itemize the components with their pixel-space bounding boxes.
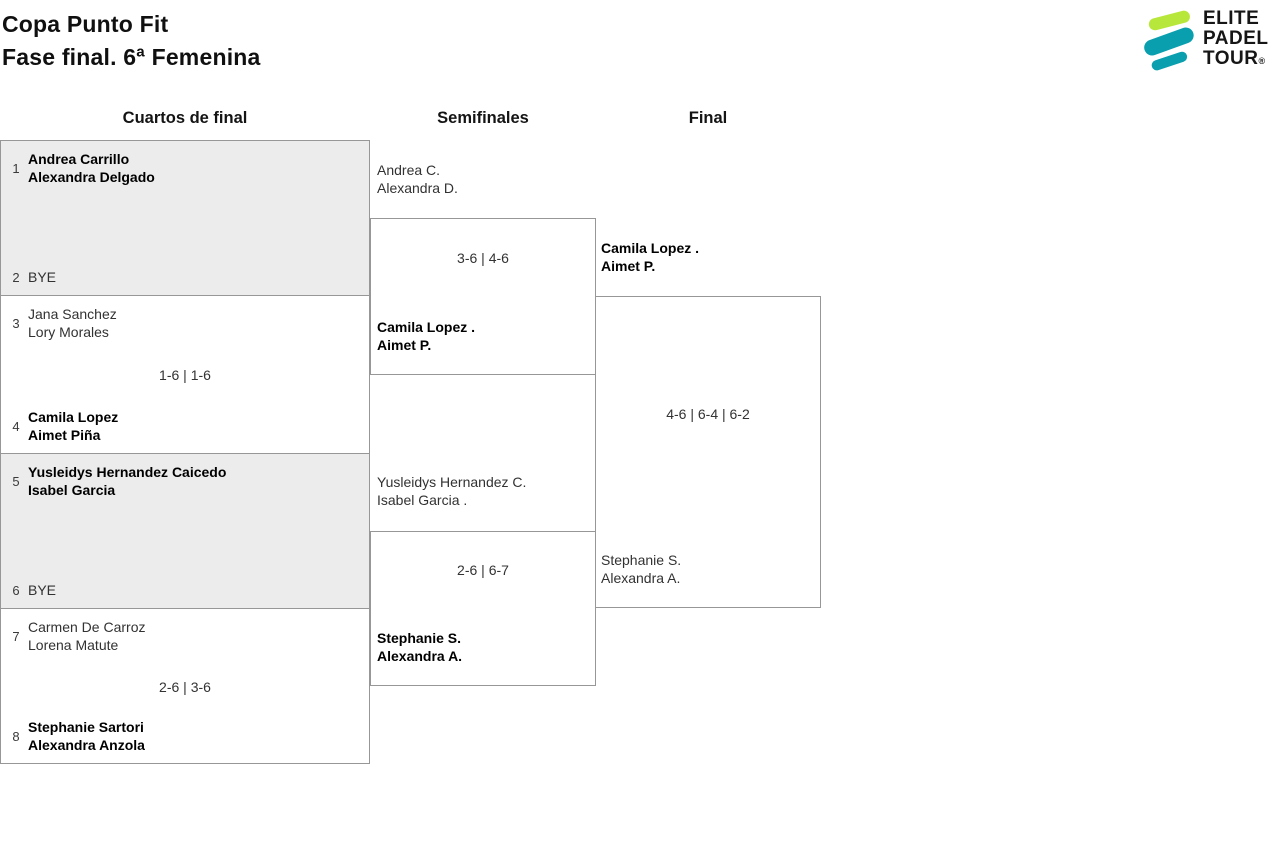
player-name: Aimet P. — [601, 258, 656, 274]
player-name: Stephanie Sartori — [28, 719, 144, 735]
qf-match-4: 7 Carmen De Carroz Lorena Matute 8 Steph… — [0, 608, 370, 764]
sf2-team1-label: Yusleidys Hernandez C. Isabel Garcia . — [377, 473, 526, 509]
final-match-box — [595, 296, 821, 608]
sf1-team2-label: Camila Lopez . Aimet P. — [377, 318, 475, 354]
page-title-line2: Fase final. 6ª Femenina — [2, 44, 261, 70]
team-row: 1 Andrea Carrillo Alexandra Delgado — [10, 150, 361, 186]
seed: 6 — [12, 582, 20, 598]
team-row: 2 BYE — [10, 268, 361, 286]
column-header-final: Final — [688, 109, 728, 127]
player-name: Jana Sanchez — [28, 306, 117, 322]
registered-mark: ® — [1258, 56, 1266, 66]
seed: 7 — [12, 628, 20, 644]
player-name: Camila Lopez . — [601, 240, 700, 256]
seed: 4 — [12, 418, 20, 434]
player-name: BYE — [28, 269, 57, 285]
elite-padel-tour-logo-icon — [1144, 10, 1194, 71]
player-name: Yusleidys Hernandez C. — [377, 474, 527, 490]
sf2-team2-label: Stephanie S. Alexandra A. — [377, 629, 462, 665]
team-name: BYE — [28, 581, 56, 599]
final-match-score: 4-6 | 6-4 | 6-2 — [666, 406, 750, 422]
team-name: Carmen De Carroz Lorena Matute — [28, 618, 145, 654]
qf-match-3: 5 Yusleidys Hernandez Caicedo Isabel Gar… — [0, 453, 370, 609]
final-team2-label: Stephanie S. Alexandra A. — [601, 551, 681, 587]
player-name: Camila Lopez . — [377, 319, 476, 335]
team-name: Stephanie Sartori Alexandra Anzola — [28, 718, 145, 754]
logo-text-line1: ELITE — [1203, 8, 1260, 29]
team-name: Andrea Carrillo Alexandra Delgado — [28, 150, 155, 186]
player-name: Alexandra Delgado — [28, 169, 155, 185]
player-name: Lorena Matute — [28, 637, 119, 653]
team-row: 4 Camila Lopez Aimet Piña — [10, 408, 361, 444]
seed: 3 — [12, 315, 20, 331]
team-row: 6 BYE — [10, 581, 361, 599]
team-name: BYE — [28, 268, 56, 286]
team-name: Jana Sanchez Lory Morales — [28, 305, 117, 341]
qf-match-1: 1 Andrea Carrillo Alexandra Delgado 2 BY… — [0, 140, 370, 296]
seed: 2 — [12, 269, 20, 285]
page-title: Copa Punto Fit Fase final. 6ª Femenina — [2, 8, 261, 74]
sf-match-2-score: 2-6 | 6-7 — [457, 562, 509, 578]
qf-match-4-score: 2-6 | 3-6 — [159, 679, 211, 695]
sf1-team1-label: Andrea C. Alexandra D. — [377, 161, 458, 197]
logo-text: ELITE PADEL TOUR® — [1203, 9, 1268, 72]
player-name: Alexandra A. — [377, 648, 463, 664]
team-row: 3 Jana Sanchez Lory Morales — [10, 305, 361, 341]
final-team1-label: Camila Lopez . Aimet P. — [601, 239, 699, 275]
player-name: Alexandra A. — [601, 570, 681, 586]
qf-match-2: 3 Jana Sanchez Lory Morales 4 Camila Lop… — [0, 295, 370, 454]
player-name: Camila Lopez — [28, 409, 119, 425]
team-row: 7 Carmen De Carroz Lorena Matute — [10, 618, 361, 654]
player-name: Aimet Piña — [28, 427, 101, 443]
sf-match-1-box — [370, 218, 596, 375]
player-name: Lory Morales — [28, 324, 109, 340]
player-name: Aimet P. — [377, 337, 432, 353]
team-name: Camila Lopez Aimet Piña — [28, 408, 118, 444]
column-header-semifinals: Semifinales — [437, 109, 529, 127]
player-name: BYE — [28, 582, 57, 598]
player-name: Stephanie S. — [377, 630, 462, 646]
seed: 5 — [12, 473, 20, 489]
elite-padel-tour-logo: ELITE PADEL TOUR® — [1140, 9, 1268, 72]
page-title-line1: Copa Punto Fit — [2, 11, 169, 37]
player-name: Isabel Garcia — [28, 482, 116, 498]
player-name: Andrea C. — [377, 162, 441, 178]
player-name: Stephanie S. — [601, 552, 682, 568]
player-name: Alexandra Anzola — [28, 737, 145, 753]
player-name: Alexandra D. — [377, 180, 458, 196]
sf-match-2-box — [370, 531, 596, 686]
player-name: Andrea Carrillo — [28, 151, 130, 167]
player-name: Yusleidys Hernandez Caicedo — [28, 464, 227, 480]
player-name: Carmen De Carroz — [28, 619, 146, 635]
qf-match-2-score: 1-6 | 1-6 — [159, 367, 211, 383]
team-row: 5 Yusleidys Hernandez Caicedo Isabel Gar… — [10, 463, 361, 499]
logo-text-line3: TOUR® — [1203, 48, 1266, 69]
player-name: Isabel Garcia . — [377, 492, 468, 508]
team-name: Yusleidys Hernandez Caicedo Isabel Garci… — [28, 463, 226, 499]
column-header-quarterfinals: Cuartos de final — [122, 109, 248, 127]
team-row: 8 Stephanie Sartori Alexandra Anzola — [10, 718, 361, 754]
seed: 1 — [12, 160, 20, 176]
logo-text-line2: PADEL — [1203, 28, 1269, 49]
sf-match-1-score: 3-6 | 4-6 — [457, 250, 509, 266]
seed: 8 — [12, 728, 20, 744]
